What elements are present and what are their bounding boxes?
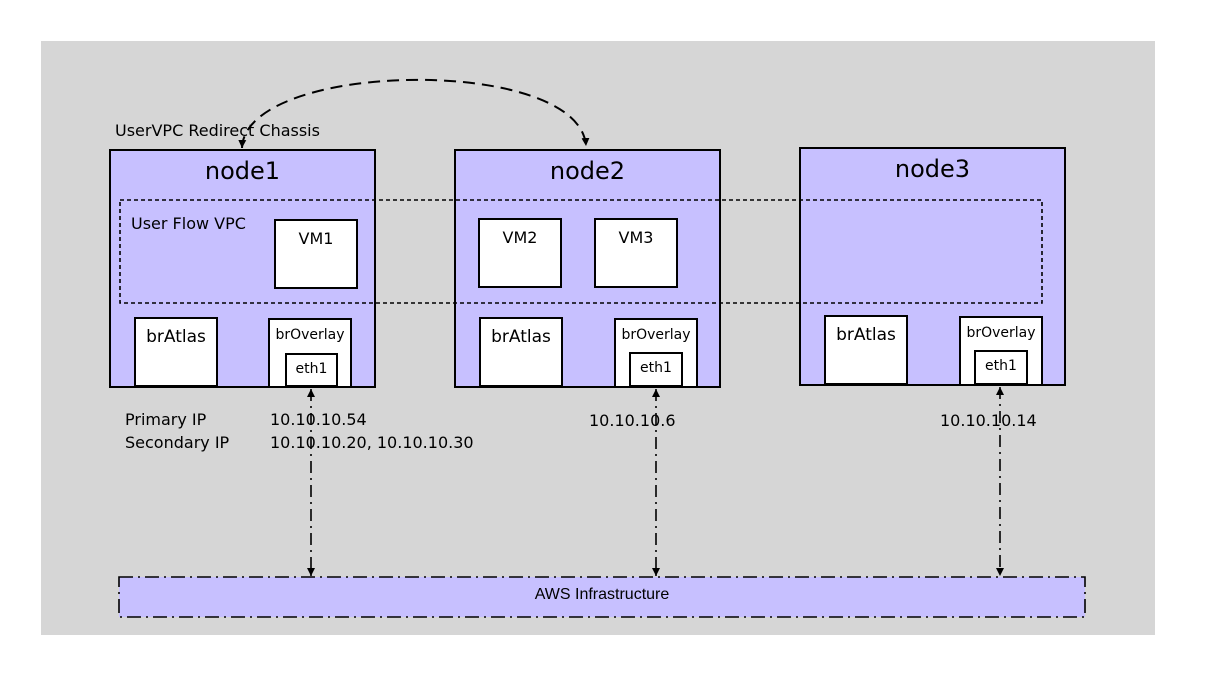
node2-bratlas-box: brAtlas — [479, 317, 563, 387]
node1-bratlas-box: brAtlas — [134, 317, 218, 387]
node1-eth1-box: eth1 — [285, 353, 338, 387]
node1-title: node1 — [204, 157, 281, 185]
node1-broverlay-label: brOverlay — [275, 327, 345, 343]
secondary-ip-label: Secondary IP — [125, 433, 230, 452]
node2-bratlas-label: brAtlas — [491, 327, 551, 347]
vm2-box: VM2 — [478, 218, 562, 288]
chassis-label: UserVPC Redirect Chassis — [115, 121, 320, 140]
aws-infrastructure-border — [118, 576, 1086, 618]
node2-ip: 10.10.10.6 — [589, 411, 676, 430]
node1-node2-redirect-arrow — [238, 78, 590, 149]
node3-bratlas-box: brAtlas — [824, 315, 908, 385]
vm2-label: VM2 — [502, 228, 538, 247]
node3-bratlas-label: brAtlas — [836, 325, 896, 345]
node1-bratlas-label: brAtlas — [146, 327, 206, 347]
node2-title: node2 — [549, 157, 626, 185]
primary-ip-label: Primary IP — [125, 410, 207, 429]
node3-ip: 10.10.10.14 — [940, 411, 1037, 430]
node1-eth1-label: eth1 — [295, 361, 328, 377]
vm1-label: VM1 — [298, 229, 334, 248]
node3-title: node3 — [894, 155, 971, 183]
node3-eth1-box: eth1 — [974, 350, 1028, 385]
vm3-box: VM3 — [594, 218, 678, 288]
node1-secondary-ip: 10.10.10.20, 10.10.10.30 — [270, 433, 474, 452]
vm3-label: VM3 — [618, 228, 654, 247]
aws-infrastructure-box: AWS Infrastructure — [119, 577, 1085, 617]
vpc-label: User Flow VPC — [131, 214, 246, 233]
node2-eth1-label: eth1 — [640, 360, 672, 376]
node3-eth1-label: eth1 — [985, 358, 1017, 374]
user-flow-vpc-region — [119, 199, 1043, 304]
aws-infrastructure-label: AWS Infrastructure — [534, 586, 670, 603]
vm1-box: VM1 — [274, 219, 358, 289]
node2-eth1-box: eth1 — [629, 352, 683, 387]
node3-broverlay-label: brOverlay — [966, 325, 1036, 341]
node1-primary-ip: 10.10.10.54 — [270, 410, 367, 429]
node2-broverlay-label: brOverlay — [621, 327, 691, 343]
